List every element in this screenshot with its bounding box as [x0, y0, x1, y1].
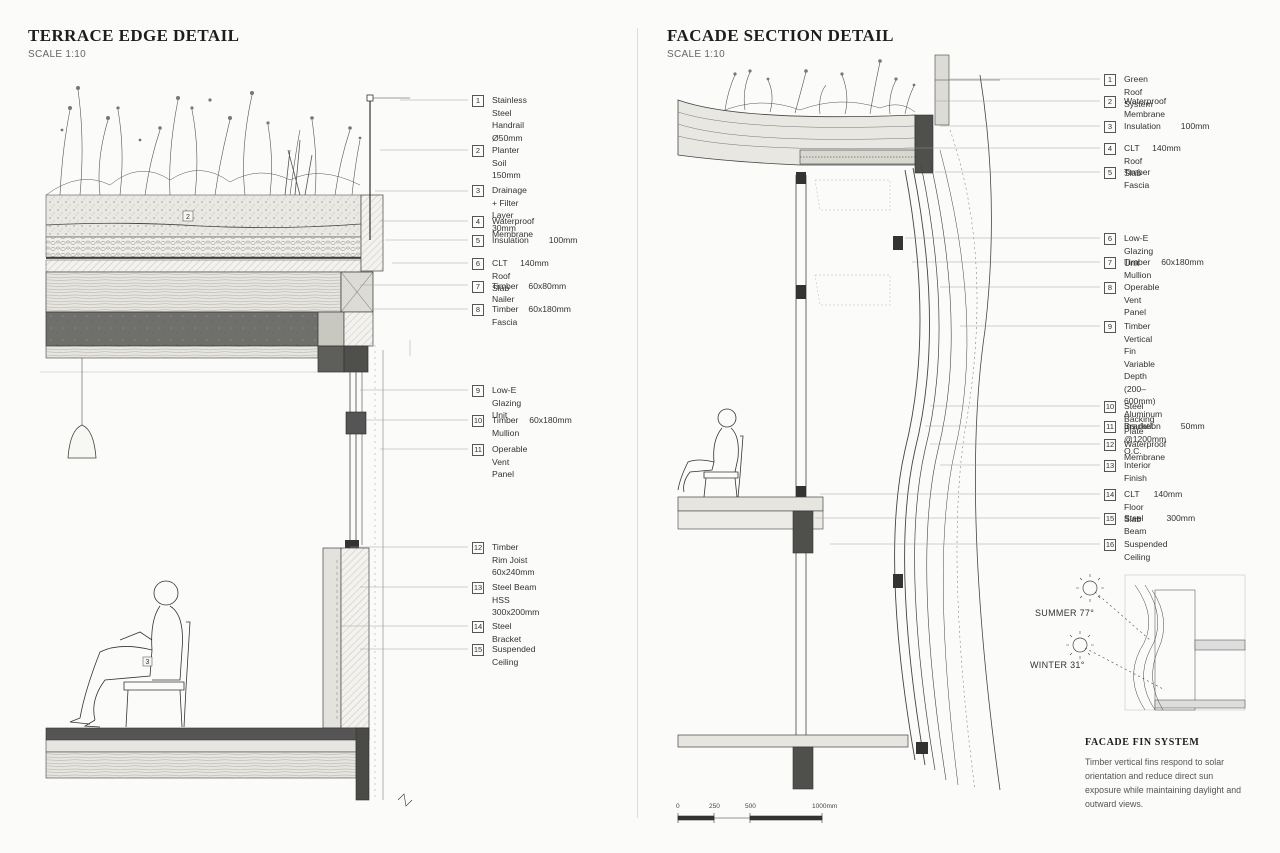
planting: [45, 86, 362, 196]
soil-callout: 2: [186, 214, 190, 221]
scale-tick-500: 500: [745, 803, 756, 810]
summer-sun-label: SUMMER 77°: [1035, 608, 1095, 618]
scale-tick-250: 250: [709, 803, 720, 810]
scale-tick-0: 0: [676, 803, 680, 810]
clt-roof-slab: [45, 271, 342, 313]
insulation-layer: [45, 259, 362, 273]
drainage-layer: [45, 236, 362, 258]
person-callout: 3: [146, 659, 150, 666]
fin-system-title: FACADE FIN SYSTEM: [1085, 737, 1200, 748]
fin-inset-diagram: [1066, 574, 1246, 711]
curved-roof-slab: [677, 99, 916, 166]
terrace-edge-drawing: 2 3: [40, 86, 468, 807]
scale-tick-1000: 1000mm: [812, 803, 838, 810]
terrace-detail-scale: SCALE 1:10: [28, 49, 87, 60]
left-leaders: [340, 99, 468, 650]
sheet-divider: [637, 28, 638, 818]
scale-bar: [677, 813, 823, 823]
seated-person: [69, 580, 191, 728]
facade-detail-scale: SCALE 1:10: [667, 49, 726, 60]
facade-detail-title: FACADE SECTION DETAIL: [667, 26, 894, 45]
terrace-detail-title: TERRACE EDGE DETAIL: [28, 26, 240, 45]
curved-fin-assembly: [894, 74, 1001, 791]
fin-system-description: Timber vertical fins respond to solar or…: [1085, 757, 1241, 809]
winter-sun-label: WINTER 31°: [1030, 660, 1085, 670]
planter-soil: [45, 194, 362, 238]
